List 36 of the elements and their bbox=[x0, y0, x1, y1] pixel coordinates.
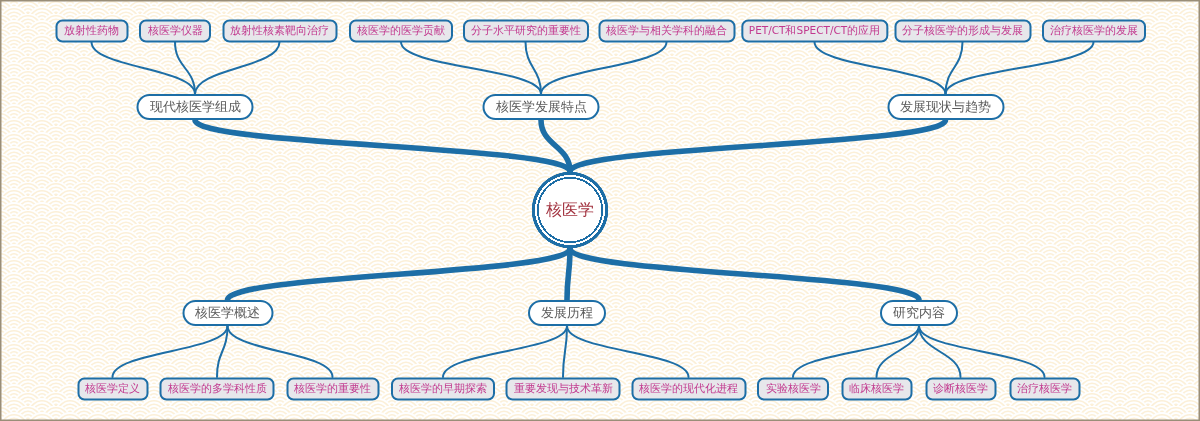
topic-box: 核医学概述 bbox=[182, 300, 273, 326]
topic-box: 现代核医学组成 bbox=[136, 94, 254, 120]
connector-line bbox=[813, 41, 947, 95]
subtopic-box: 分子水平研究的重要性 bbox=[462, 19, 589, 42]
subtopic-box: 核医学的早期探索 bbox=[391, 377, 495, 400]
subtopic-box: 核医学仪器 bbox=[139, 19, 211, 42]
subtopic-box: 治疗核医学 bbox=[1009, 377, 1080, 400]
connector-line bbox=[194, 41, 281, 95]
subtopic-box: 核医学定义 bbox=[77, 377, 148, 400]
subtopic-box: 放射性核素靶向治疗 bbox=[222, 19, 337, 42]
connector-line bbox=[442, 325, 568, 378]
subtopic-box: 核医学的现代化进程 bbox=[631, 377, 746, 400]
connector-line bbox=[944, 41, 1095, 95]
subtopic-box: 治疗核医学的发展 bbox=[1041, 19, 1146, 42]
subtopic-box: 放射性药物 bbox=[55, 19, 128, 42]
connector-line bbox=[566, 325, 690, 378]
subtopic-box: 核医学的重要性 bbox=[286, 377, 379, 400]
connector-line bbox=[216, 325, 229, 378]
subtopic-box: PET/CT和SPECT/CT的应用 bbox=[740, 19, 889, 42]
topic-box: 核医学发展特点 bbox=[482, 94, 600, 120]
subtopic-box: 诊断核医学 bbox=[925, 377, 996, 400]
connector-line bbox=[226, 325, 334, 378]
subtopic-box: 核医学的多学科性质 bbox=[159, 377, 275, 400]
topic-box: 研究内容 bbox=[880, 300, 958, 326]
connector-line bbox=[792, 325, 920, 378]
connector-line bbox=[400, 41, 542, 95]
subtopic-box: 核医学与相关学科的融合 bbox=[598, 19, 735, 42]
subtopic-box: 分子核医学的形成与发展 bbox=[894, 19, 1031, 42]
connector-line bbox=[540, 41, 668, 95]
subtopic-box: 重要发现与技术革新 bbox=[505, 377, 621, 400]
topic-box: 发展历程 bbox=[528, 300, 606, 326]
subtopic-box: 临床核医学 bbox=[841, 377, 912, 400]
connector-line bbox=[918, 325, 1046, 378]
subtopic-box: 实验核医学 bbox=[757, 377, 829, 400]
topic-box: 发展现状与趋势 bbox=[887, 94, 1004, 120]
subtopic-box: 核医学的医学贡献 bbox=[349, 19, 453, 42]
